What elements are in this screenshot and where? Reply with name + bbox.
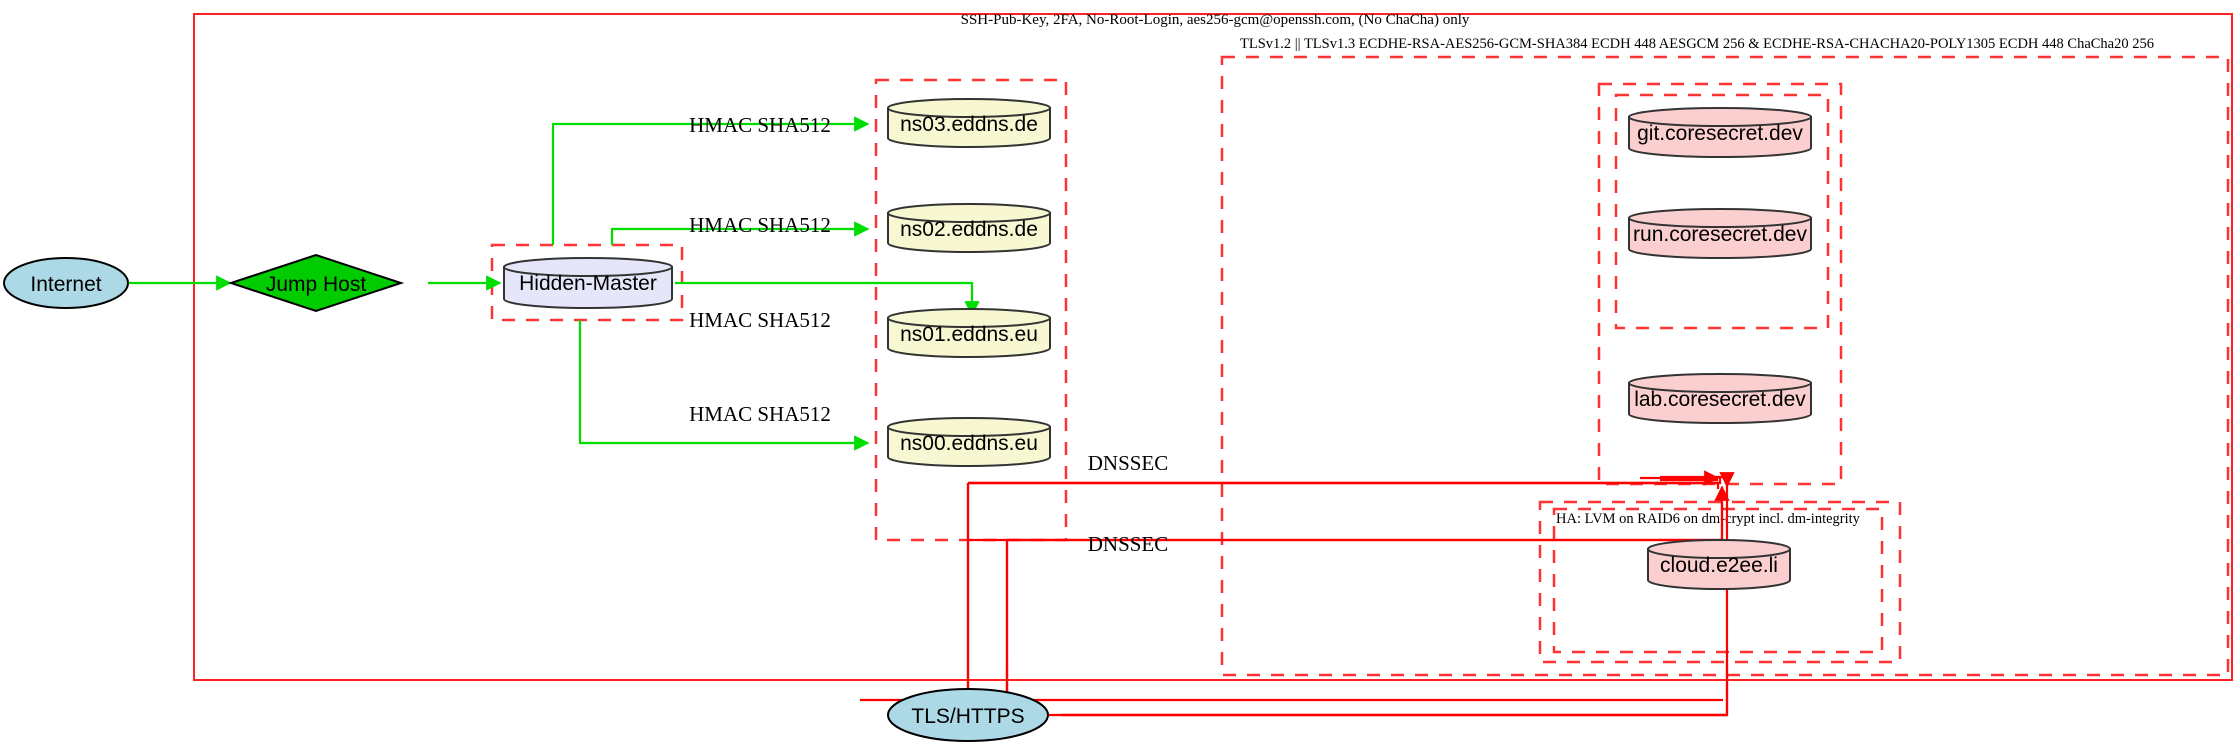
ha-boundary-box — [1538, 500, 1902, 664]
ns00-cyl-top — [887, 417, 1051, 437]
node-label-cloud: cloud.e2ee.li — [1660, 554, 1778, 577]
ssh-boundary-label: SSH-Pub-Key, 2FA, No-Root-Login, aes256-… — [961, 12, 1470, 28]
edge-label-dnssec-lower: DNSSEC — [1088, 532, 1169, 556]
git-cyl-top — [1628, 107, 1812, 127]
edge-label-dnssec-upper: DNSSEC — [1088, 451, 1169, 475]
ssh-boundary-box — [193, 13, 2233, 681]
tls-boundary-label: TLSv1.2 || TLSv1.3 ECDHE-RSA-AES256-GCM-… — [1240, 36, 2154, 52]
lab-cyl-top — [1628, 373, 1812, 393]
node-label-ns03: ns03.eddns.de — [900, 113, 1038, 136]
node-ns03[interactable]: ns03.eddns.de — [887, 98, 1051, 148]
edge-label-hmac-ns00: HMAC SHA512 — [689, 402, 831, 426]
node-hidden-master[interactable]: Hidden-Master — [503, 257, 673, 309]
edge-hidden-master-to-ns02 — [610, 221, 870, 245]
cloud-group-box — [1552, 507, 1884, 654]
node-label-git: git.coresecret.dev — [1637, 122, 1803, 145]
ns00-cyl-body — [887, 426, 1051, 467]
node-label-run: run.coresecret.dev — [1633, 223, 1807, 246]
node-git-coresecret[interactable]: git.coresecret.dev — [1628, 107, 1812, 158]
coresecret-inner-group-box — [1614, 93, 1830, 330]
dnssec-edge-group — [860, 470, 1730, 717]
tls-boundary-box — [1220, 55, 2230, 677]
node-ns00[interactable]: ns00.eddns.eu — [887, 417, 1051, 467]
node-lab-coresecret[interactable]: lab.coresecret.dev — [1628, 373, 1812, 424]
dnssec-upper-polyline — [968, 481, 1720, 489]
edge-hidden-master-to-ns03 — [551, 116, 870, 245]
ns01-cyl-top — [887, 308, 1051, 328]
run-cyl-body — [1628, 217, 1812, 259]
coresecret-group-box — [1597, 82, 1843, 486]
edge-hidden-master-to-ns00 — [578, 320, 870, 451]
ns02-cyl-body — [887, 212, 1051, 253]
cloud-cyl-top — [1647, 539, 1791, 559]
edge-label-hmac-ns02: HMAC SHA512 — [689, 213, 831, 237]
node-label-ns01: ns01.eddns.eu — [900, 323, 1038, 346]
node-run-coresecret[interactable]: run.coresecret.dev — [1628, 208, 1812, 259]
jump-host-diamond — [227, 253, 405, 313]
edge-label-hmac-ns03: HMAC SHA512 — [689, 113, 831, 137]
node-label-jump-host: Jump Host — [266, 273, 367, 296]
lab-cyl-body — [1628, 382, 1812, 424]
node-label-internet: Internet — [30, 273, 101, 296]
cloud-cyl-body — [1647, 548, 1791, 590]
ns01-cyl-body — [887, 317, 1051, 358]
node-ns02[interactable]: ns02.eddns.de — [887, 203, 1051, 253]
run-cyl-top — [1628, 208, 1812, 228]
node-label-hidden-master: Hidden-Master — [519, 272, 657, 295]
ns03-cyl-body — [887, 107, 1051, 148]
node-cloud-e2ee[interactable]: cloud.e2ee.li — [1647, 539, 1791, 590]
node-ns01[interactable]: ns01.eddns.eu — [887, 308, 1051, 358]
node-internet[interactable]: Internet — [3, 257, 129, 309]
hidden-master-cyl-top — [503, 257, 673, 277]
node-label-ns00: ns00.eddns.eu — [900, 432, 1038, 455]
node-jump-host[interactable]: Jump Host — [227, 253, 405, 313]
node-label-lab: lab.coresecret.dev — [1634, 388, 1806, 411]
tls-https-to-cloud — [1062, 660, 1729, 717]
ns02-cyl-top — [887, 203, 1051, 223]
node-tls-https[interactable]: TLS/HTTPS — [887, 688, 1049, 742]
edge-hidden-master-to-ns01 — [675, 281, 980, 317]
tls-https-ellipse — [887, 688, 1049, 742]
ns03-cyl-top — [887, 98, 1051, 118]
git-cyl-body — [1628, 116, 1812, 158]
hidden-master-cyl-body — [503, 266, 673, 309]
node-label-ns02: ns02.eddns.de — [900, 218, 1038, 241]
edge-label-hmac-ns01: HMAC SHA512 — [689, 308, 831, 332]
internet-ellipse — [3, 257, 129, 309]
node-label-tls-https: TLS/HTTPS — [911, 705, 1024, 728]
ha-boundary-label: HA: LVM on RAID6 on dm-crypt incl. dm-in… — [1556, 511, 1861, 527]
